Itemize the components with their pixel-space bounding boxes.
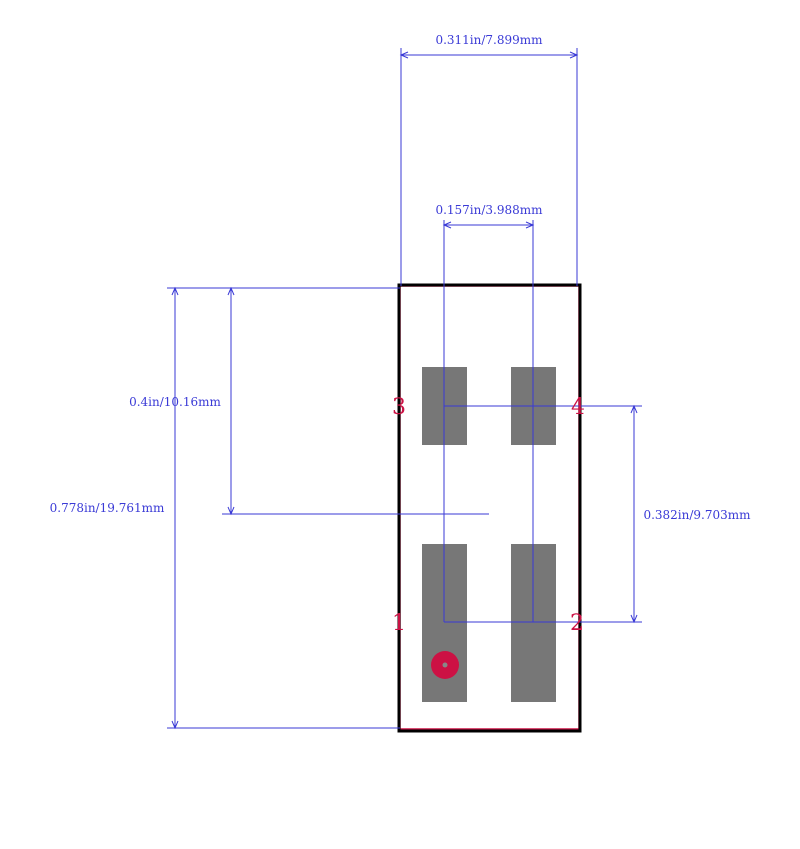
pin-label-1: 1 xyxy=(392,611,406,636)
dimension-lines xyxy=(167,48,642,730)
dim-label-pitch-x: 0.157in/3.988mm xyxy=(435,203,543,217)
dim-label-pitch-y: 0.382in/9.703mm xyxy=(643,508,751,522)
pin-label-4: 4 xyxy=(571,395,585,420)
pin1-marker-center xyxy=(442,662,448,668)
dim-label-top-to-center: 0.4in/10.16mm xyxy=(129,395,221,409)
pin-label-2: 2 xyxy=(570,611,584,636)
pin-label-3: 3 xyxy=(392,395,406,420)
dim-label-overall-height: 0.778in/19.761mm xyxy=(50,501,165,515)
package-outline xyxy=(397,283,582,733)
dim-label-overall-width: 0.311in/7.899mm xyxy=(435,33,543,47)
